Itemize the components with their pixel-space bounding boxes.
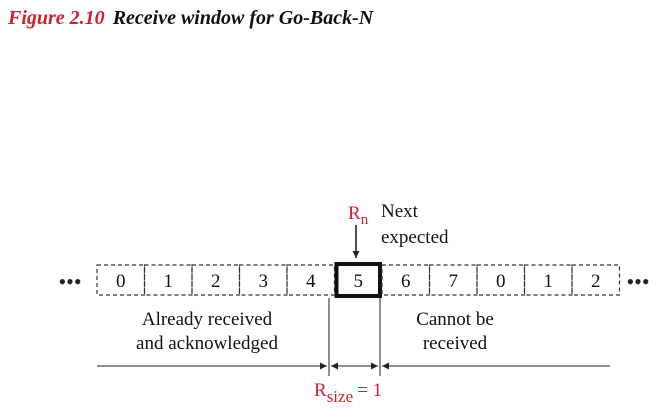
cannot-be-received-line2: received <box>423 333 488 354</box>
sequence-number: 2 <box>591 271 601 292</box>
left-ellipsis: ••• <box>58 269 81 294</box>
sequence-number: 0 <box>496 271 506 292</box>
sequence-slot: 2 <box>571 264 621 296</box>
sequence-slot: 0 <box>96 264 146 296</box>
sequence-number: 5 <box>354 271 364 292</box>
slot-box <box>286 264 336 296</box>
sequence-slot: 1 <box>523 264 573 296</box>
sequence-number: 7 <box>449 271 459 292</box>
sequence-number: 1 <box>164 271 174 292</box>
sequence-slot: 7 <box>428 264 478 296</box>
sequence-slot: 0 <box>476 264 526 296</box>
sequence-number: 0 <box>116 271 126 292</box>
rsize-subscript: size <box>327 387 353 406</box>
cannot-be-received-line1: Cannot be <box>416 309 494 330</box>
slot-box <box>381 264 431 296</box>
sequence-number: 2 <box>211 271 221 292</box>
sequence-number: 6 <box>401 271 411 292</box>
sequence-number-strip: 0 1 2 3 4 5 6 7 0 1 2 <box>96 262 621 298</box>
next-expected-line2: expected <box>381 227 449 248</box>
figure-title: Receive window for Go-Back-N <box>112 7 374 29</box>
sequence-slot: 1 <box>143 264 193 296</box>
next-expected-line1: Next <box>381 201 419 222</box>
slot-box <box>191 264 241 296</box>
window-box <box>334 262 382 298</box>
sequence-slot: 4 <box>286 264 336 296</box>
sequence-slot: 6 <box>381 264 431 296</box>
slot-box <box>476 264 526 296</box>
already-received-line2: and acknowledged <box>136 333 278 354</box>
rn-pointer-label: Rn <box>348 203 369 228</box>
rn-subscript: n <box>361 212 369 228</box>
figure-number: Figure 2.10 <box>8 7 105 29</box>
slot-box <box>238 264 288 296</box>
slot-box <box>571 264 621 296</box>
sequence-number: 1 <box>544 271 554 292</box>
sequence-number: 4 <box>306 271 316 292</box>
rn-letter: R <box>348 203 361 224</box>
sequence-slot: 3 <box>238 264 288 296</box>
receive-window-slot: 5 <box>334 262 382 298</box>
sequence-slot: 2 <box>191 264 241 296</box>
figure-caption: Figure 2.10 Receive window for Go-Back-N <box>8 6 373 30</box>
rsize-value: = 1 <box>357 380 382 401</box>
window-size-label: Rsize= 1 <box>314 380 382 406</box>
slot-box <box>96 264 146 296</box>
slot-box <box>143 264 193 296</box>
rsize-letter: R <box>314 380 327 401</box>
already-received-line1: Already received <box>142 309 273 330</box>
sequence-number: 3 <box>259 271 269 292</box>
slot-box <box>523 264 573 296</box>
right-ellipsis: ••• <box>626 269 649 294</box>
slot-box <box>428 264 478 296</box>
